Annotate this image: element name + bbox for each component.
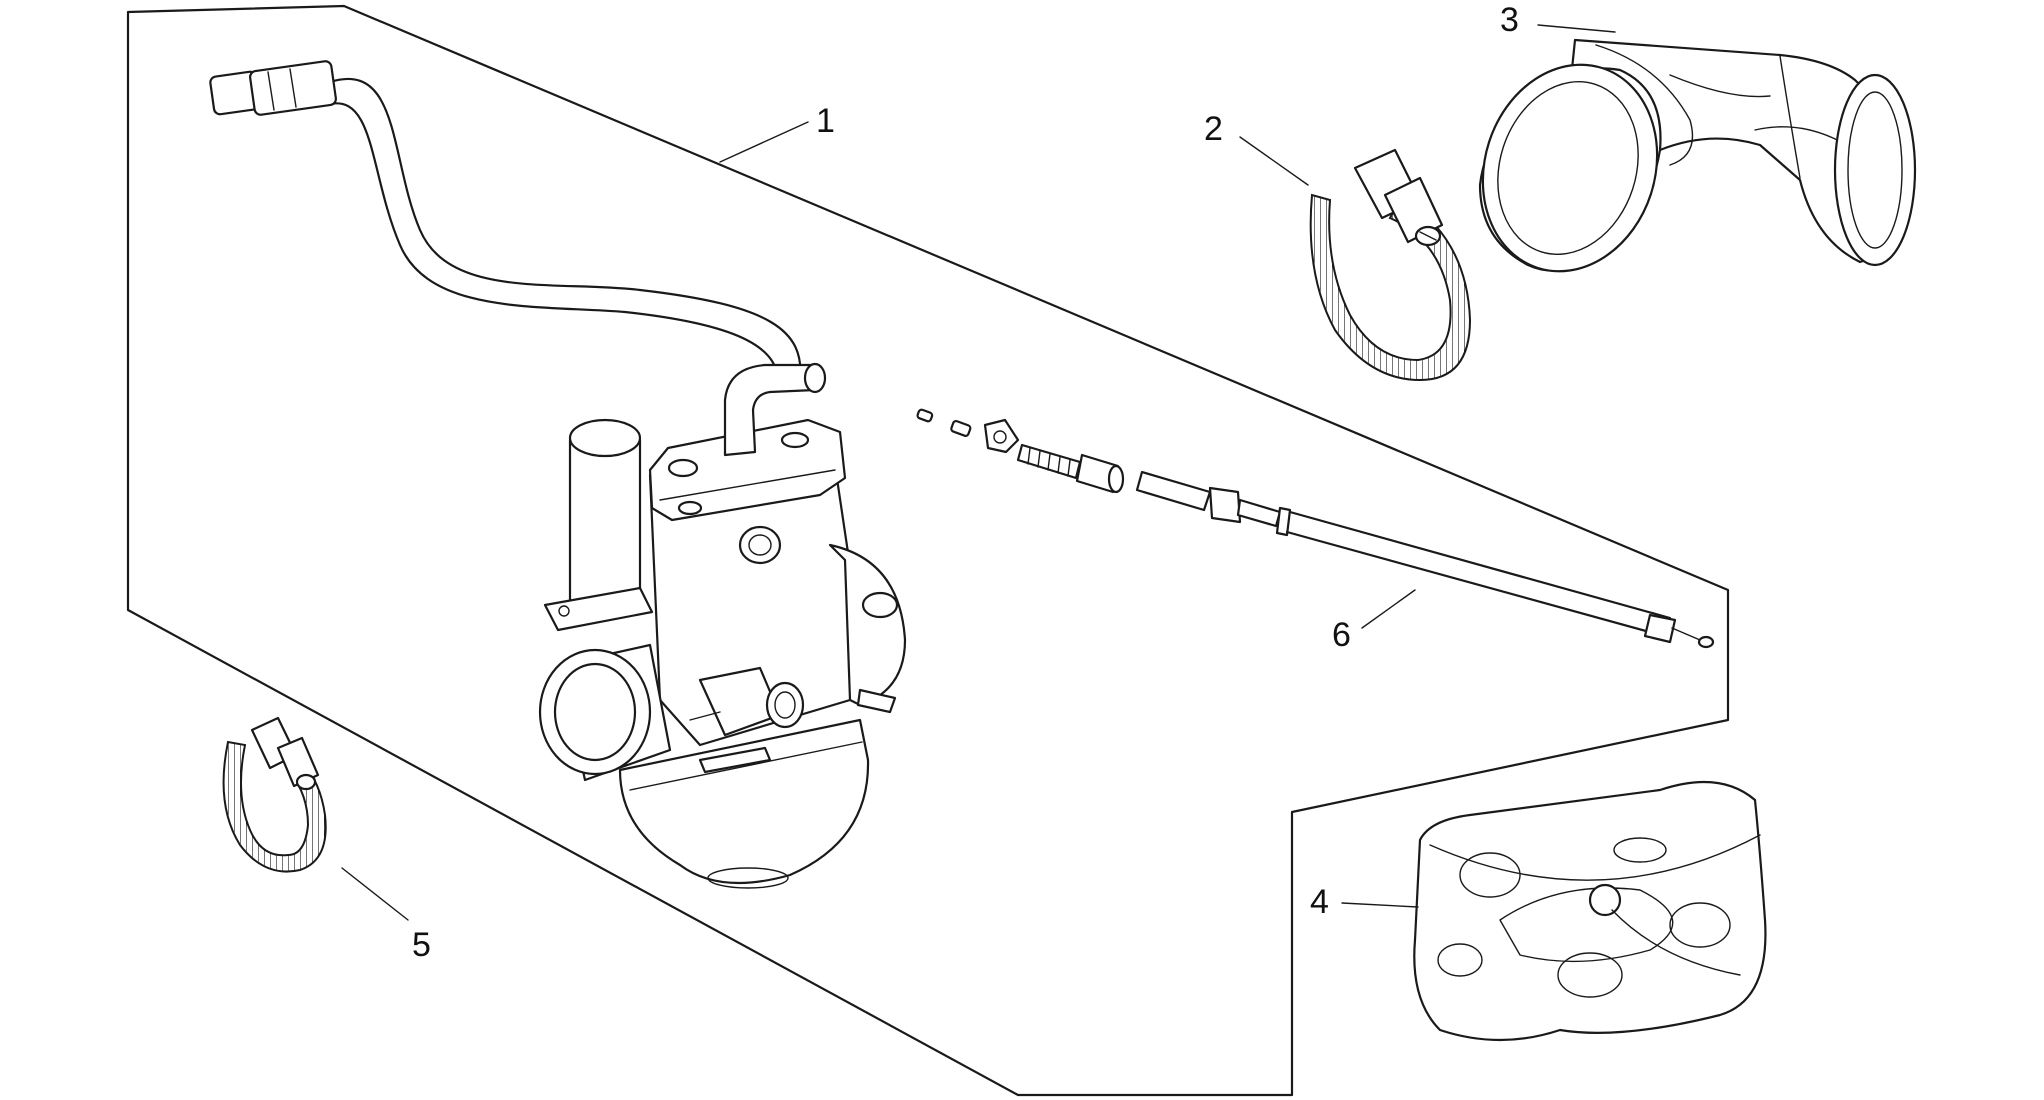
callout-3-label: 3 (1500, 1, 1519, 39)
callout-6-label: 6 (1332, 616, 1351, 654)
callout-2-label: 2 (1204, 110, 1223, 148)
small-clamp-part-5 (222, 716, 327, 873)
callout-1-label: 1 (816, 102, 835, 140)
carburetor-part-1 (209, 60, 907, 889)
leader-line-2 (1239, 136, 1309, 186)
leader-line-6 (1361, 589, 1416, 629)
leader-line-3 (1537, 24, 1616, 33)
intake-elbow-part-3 (1478, 38, 1917, 273)
leader-line-1 (719, 121, 809, 163)
hose-clamp-part-2 (1309, 148, 1472, 382)
gasket-kit-part-4 (1413, 780, 1767, 1042)
leader-line-4 (1341, 902, 1419, 908)
kit-boundary-outline (126, 4, 1730, 1097)
callout-5-label: 5 (412, 926, 431, 964)
callout-4-label: 4 (1310, 883, 1329, 921)
leader-line-5 (341, 867, 409, 921)
throttle-cable-part-6 (916, 408, 1715, 649)
